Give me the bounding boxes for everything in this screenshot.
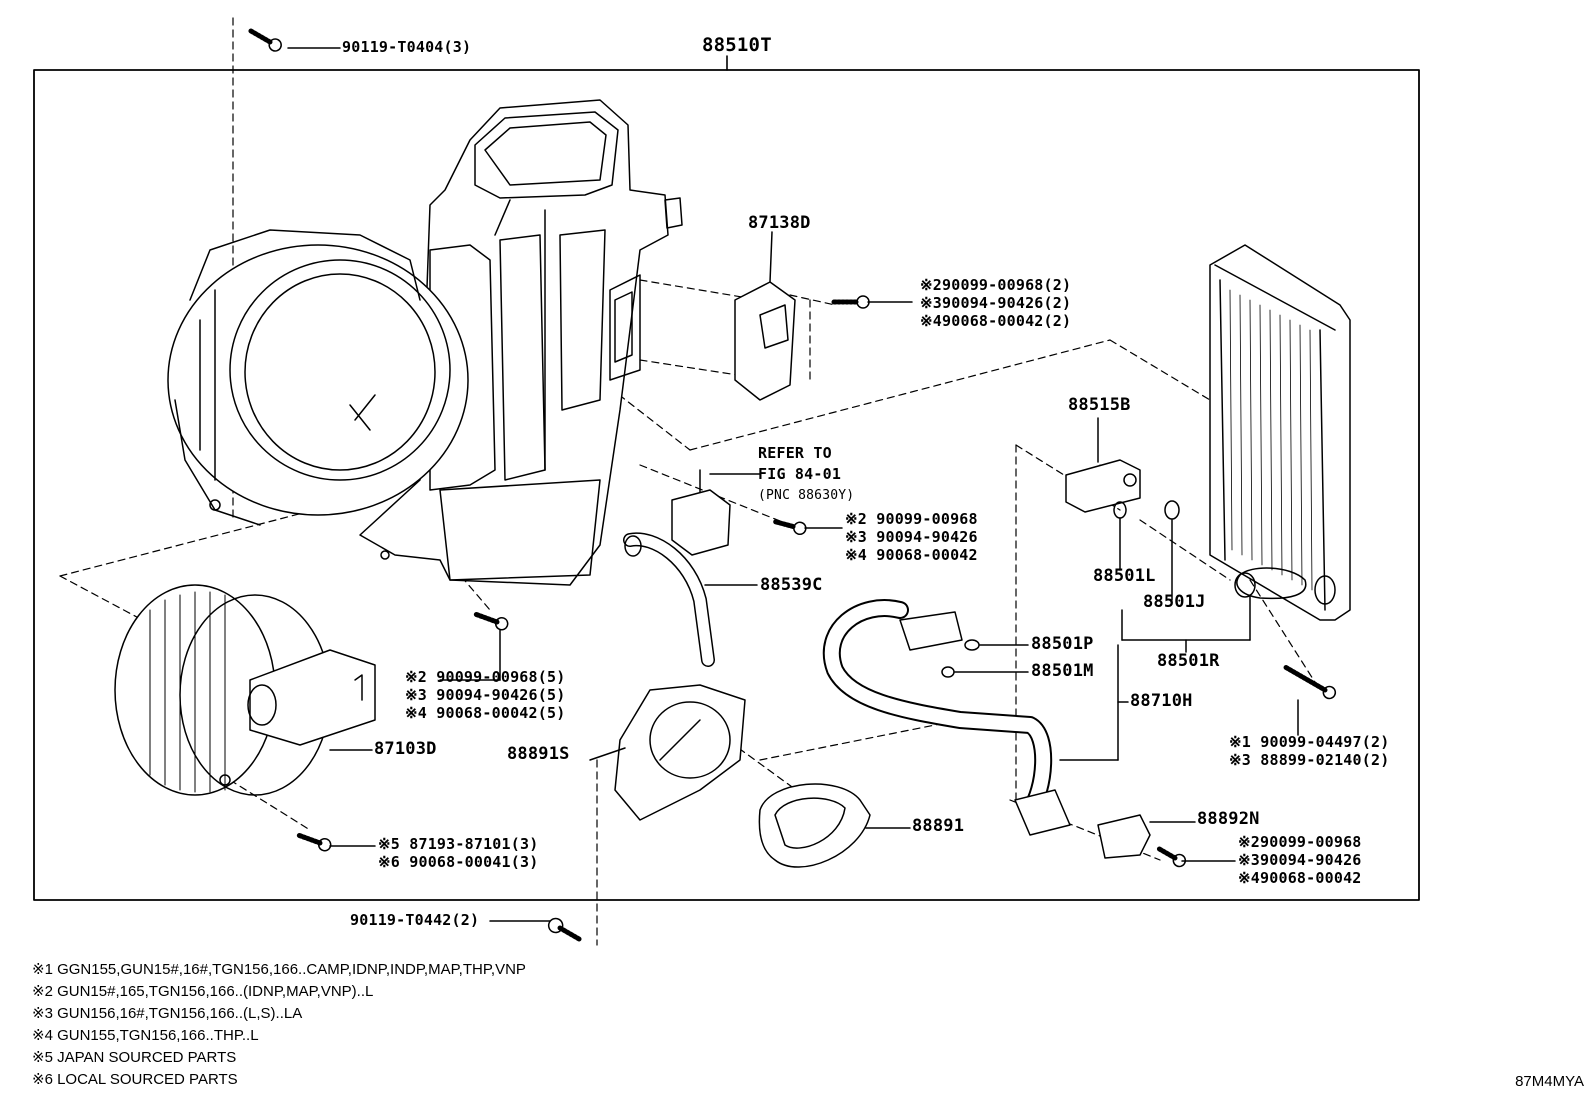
part-label-88539C: 88539C: [760, 575, 823, 595]
clamp-88892N: [1097, 814, 1196, 859]
callout-line: ※3 90094-90426(5): [405, 686, 566, 704]
callout-line: ※1 90099-04497(2): [1229, 733, 1390, 751]
resistor-87138D: [734, 231, 796, 401]
callout-radiator-screws: ※1 90099-04497(2) ※3 88899-02140(2): [1229, 733, 1389, 769]
part-label-88501P: 88501P: [1031, 634, 1094, 654]
callout-line: ※490068-00042: [1238, 869, 1362, 887]
callout-line: ※3 90094-90426: [845, 528, 978, 546]
callout-88892N-screws: ※290099-00968 ※390094-90426 ※490068-0004…: [1238, 833, 1362, 887]
part-label-90119-T0404: 90119-T0404(3): [342, 38, 472, 56]
callout-blower-screws: ※5 87193-87101(3) ※6 90068-00041(3): [378, 835, 538, 871]
bracket-88891S: [589, 684, 746, 821]
callout-line: ※290099-00968(2): [920, 276, 1072, 294]
part-label-88501J: 88501J: [1143, 592, 1206, 612]
callout-refer-screws: ※2 90099-00968 ※3 90094-90426 ※4 90068-0…: [845, 510, 978, 564]
refer-line-1: REFER TO: [758, 444, 832, 462]
part-label-88501R: 88501R: [1157, 651, 1220, 671]
callout-line: ※390094-90426(2): [920, 294, 1072, 312]
footnote-6: ※6 LOCAL SOURCED PARTS: [32, 1071, 238, 1088]
footnote-1: ※1 GGN155,GUN15#,16#,TGN156,166..CAMP,ID…: [32, 961, 526, 978]
callout-line: ※4 90068-00042: [845, 546, 978, 564]
expansion-valve-88515B: [1065, 417, 1141, 513]
part-label-88501M: 88501M: [1031, 661, 1094, 681]
diagram-code: 87M4MYA: [1515, 1073, 1584, 1090]
callout-line: ※2 90099-00968(5): [405, 668, 566, 686]
footnote-4: ※4 GUN155,TGN156,166..THP..L: [32, 1027, 259, 1044]
hose-88539C: [623, 532, 758, 667]
callout-line: ※490068-00042(2): [920, 312, 1072, 330]
part-label-88501L: 88501L: [1093, 566, 1156, 586]
callout-line: ※6 90068-00041(3): [378, 853, 539, 871]
pipe-88710H: [822, 599, 1129, 836]
callout-line: ※4 90068-00042(5): [405, 704, 566, 722]
footnote-2: ※2 GUN15#,165,TGN156,166..(IDNP,MAP,VNP)…: [32, 983, 374, 1000]
ac-housing-body: [359, 99, 683, 586]
callout-87138D-screws: ※290099-00968(2) ※390094-90426(2) ※49006…: [920, 276, 1071, 330]
blower-motor-87103D: [114, 584, 376, 796]
callout-housing-screws: ※2 90099-00968(5) ※3 90094-90426(5) ※4 9…: [405, 668, 565, 722]
part-label-88892N: 88892N: [1197, 809, 1260, 829]
o-rings: [941, 500, 1180, 678]
part-label-88710H: 88710H: [1130, 691, 1193, 711]
callout-line: ※290099-00968: [1238, 833, 1362, 851]
relay: [671, 469, 761, 556]
callout-line: ※2 90099-00968: [845, 510, 978, 528]
callout-line: ※5 87193-87101(3): [378, 835, 539, 853]
part-label-88510T: 88510T: [702, 34, 772, 56]
refer-line-3: (PNC 88630Y): [758, 488, 855, 503]
callout-line: ※390094-90426: [1238, 851, 1362, 869]
refer-line-2: FIG 84-01: [758, 465, 842, 483]
part-label-87103D: 87103D: [374, 739, 437, 759]
screw-icons: [248, 28, 1337, 942]
footnote-3: ※3 GUN156,16#,TGN156,166..(L,S)..LA: [32, 1005, 303, 1022]
refer-to-note: REFER TO FIG 84-01 (PNC 88630Y): [758, 443, 854, 506]
blower-scroll-housing: [167, 229, 469, 560]
callout-line: ※3 88899-02140(2): [1229, 751, 1390, 769]
part-label-88891S: 88891S: [507, 744, 570, 764]
part-label-90119-T0442: 90119-T0442(2): [350, 911, 480, 929]
heater-core: [1209, 244, 1351, 621]
footnote-5: ※5 JAPAN SOURCED PARTS: [32, 1049, 237, 1066]
part-label-88891: 88891: [912, 816, 965, 836]
seal-88891: [758, 783, 911, 868]
part-label-88515B: 88515B: [1068, 395, 1131, 415]
part-label-87138D: 87138D: [748, 213, 811, 233]
